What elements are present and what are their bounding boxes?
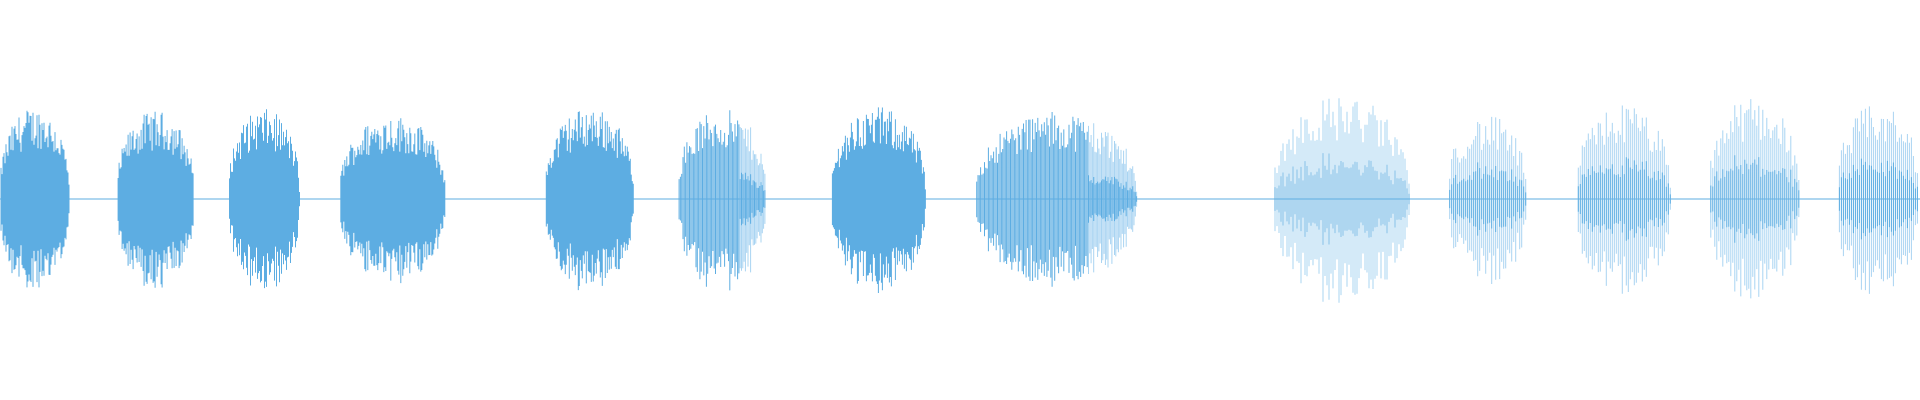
waveform-burst	[340, 118, 446, 284]
waveform-burst	[117, 111, 194, 288]
waveform-burst-core	[1710, 155, 1800, 243]
waveform-burst-core	[117, 111, 194, 288]
waveform-burst	[1274, 98, 1410, 303]
waveform-burst-core	[1449, 162, 1527, 236]
waveform-burst-core	[229, 109, 300, 289]
waveform-burst	[1838, 106, 1918, 294]
waveform-burst-core	[1274, 153, 1410, 245]
waveform-burst-core	[340, 118, 446, 284]
waveform-burst-core	[831, 107, 926, 293]
waveform-burst-core	[678, 110, 766, 291]
waveform-bursts	[0, 98, 1918, 303]
waveform-burst-core	[976, 112, 1138, 287]
waveform-burst	[1577, 105, 1671, 294]
waveform-burst-core	[0, 110, 70, 288]
waveform-burst-core	[545, 111, 634, 291]
waveform-burst	[545, 111, 634, 291]
waveform-burst	[831, 107, 926, 293]
waveform-burst-core	[1838, 158, 1918, 240]
waveform-burst	[678, 110, 766, 291]
waveform-burst	[1710, 99, 1800, 299]
waveform-burst	[229, 109, 300, 289]
waveform-burst	[0, 110, 70, 288]
waveform-burst	[1449, 116, 1527, 284]
waveform-burst	[976, 112, 1138, 287]
waveform-burst-core	[1577, 157, 1671, 241]
